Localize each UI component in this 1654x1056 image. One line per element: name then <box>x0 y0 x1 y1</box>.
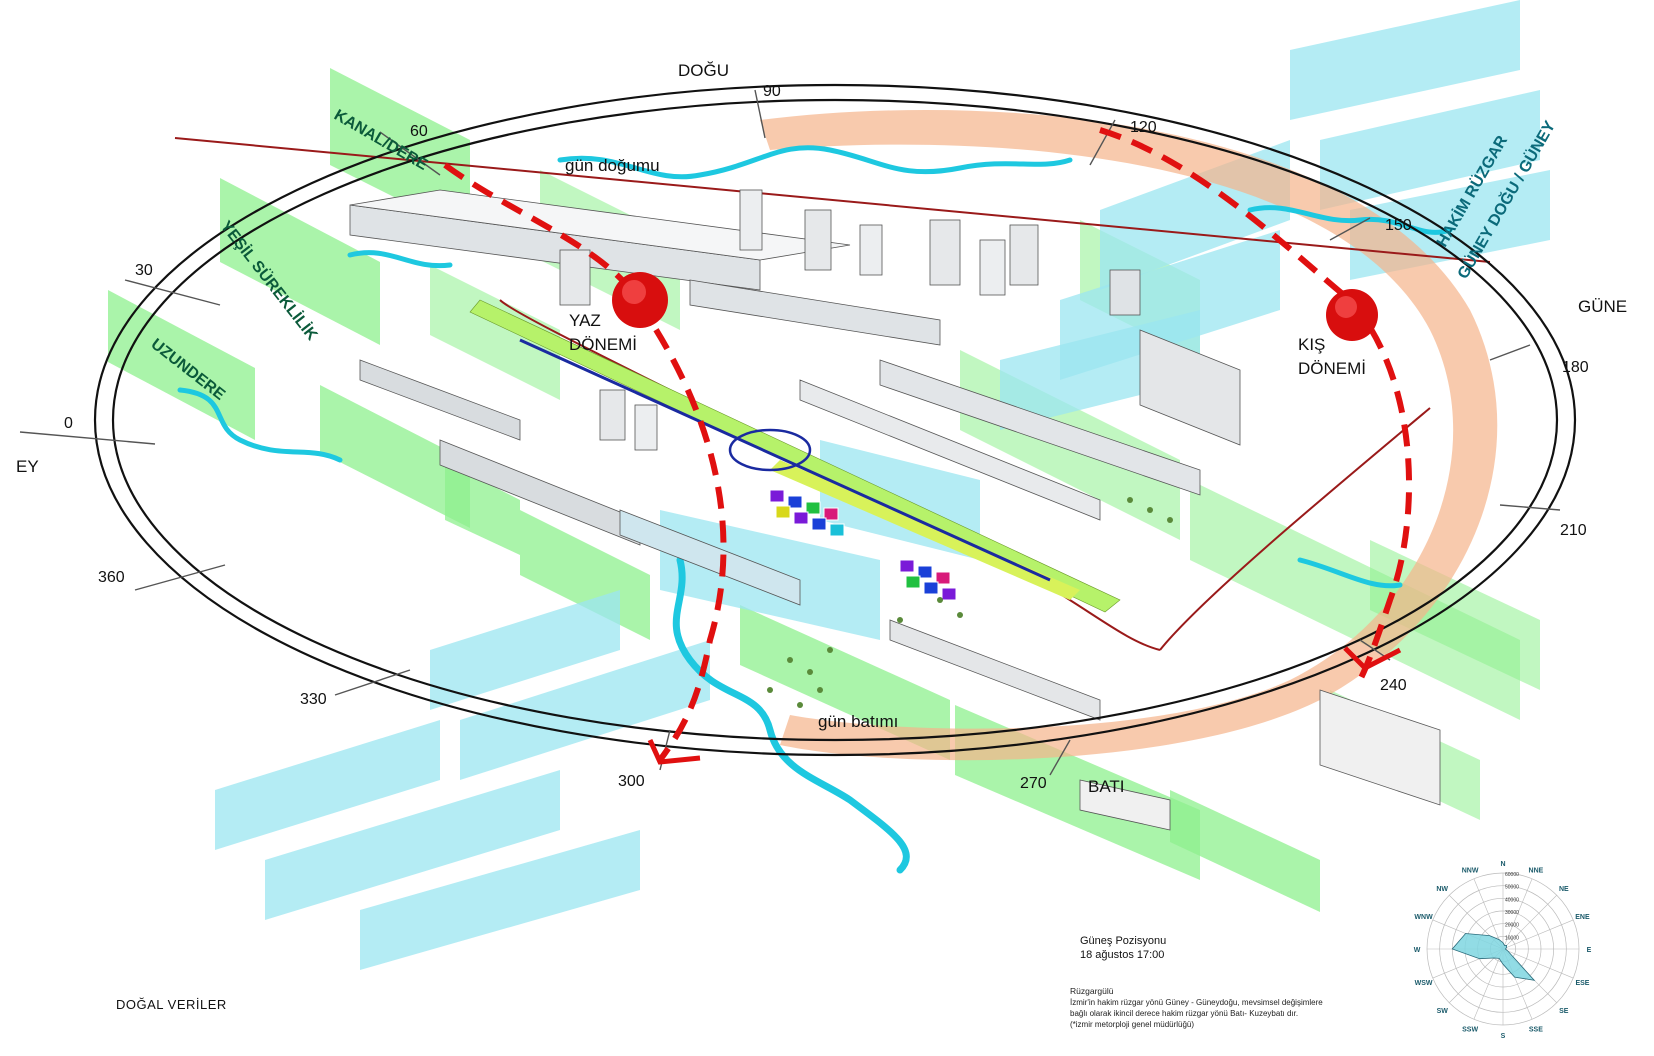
wind-rose-ring-label: 20000 <box>1505 923 1519 929</box>
degree-0: 0 <box>64 415 73 432</box>
water-features <box>177 145 1453 874</box>
wind-rose-direction-label: SE <box>1559 1008 1569 1015</box>
wind-note-line3: (*izmir metorploji genel müdürlüğü) <box>1070 1020 1195 1029</box>
compass-ring-inner <box>111 98 1559 742</box>
wind-rose-direction-label: WSW <box>1415 980 1433 987</box>
page-title: DOĞAL VERİLER <box>116 997 227 1012</box>
wind-note-title: Rüzgargülü <box>1070 986 1114 996</box>
degree-270: 270 <box>1020 775 1047 792</box>
degree-180: 180 <box>1562 359 1589 376</box>
wind-rose-ring-label: 30000 <box>1505 910 1519 916</box>
wind-rose-spoke <box>1502 919 1574 950</box>
wind-rose-ring-label: 10000 <box>1505 935 1519 941</box>
wind-note-line2: bağlı olarak ikincil derece hakim rüzgar… <box>1070 1009 1299 1018</box>
degree-240: 240 <box>1380 677 1407 694</box>
wind-note-line1: İzmir'in hakim rüzgar yönü Güney - Güney… <box>1070 998 1323 1007</box>
buildings <box>349 189 1441 831</box>
central-axis <box>469 299 1121 613</box>
summer-label-line2: DÖNEMİ <box>569 335 637 354</box>
direction-east: DOĞU <box>678 61 729 80</box>
degree-360: 360 <box>98 569 125 586</box>
wind-rose-spoke <box>1473 948 1504 1020</box>
direction-north-partial: EY <box>16 457 39 476</box>
wind-rose-direction-label: W <box>1414 947 1421 954</box>
sun-position-block: Güneş Pozisyonu 18 ağustos 17:00 <box>1080 934 1166 962</box>
wind-rose: N NNE NE ENE E ESE SE SSE S SSW SW WSW W WNW NW NNW 100… <box>1414 861 1592 1040</box>
winter-label-line1: KIŞ <box>1298 335 1325 354</box>
sun-position-title: Güneş Pozisyonu <box>1080 935 1167 947</box>
degree-60: 60 <box>410 123 428 140</box>
wind-rose-direction-label: ESE <box>1575 980 1589 987</box>
sunrise-label: gün doğumu <box>565 156 660 175</box>
wind-rose-ring-label: 40000 <box>1505 897 1519 903</box>
wind-rose-direction-label: NNW <box>1462 868 1479 875</box>
direction-south-partial: GÜNE <box>1578 297 1627 316</box>
wind-rose-direction-label: N <box>1500 861 1505 868</box>
wind-rose-spoke <box>1502 948 1574 979</box>
degree-300: 300 <box>618 773 645 790</box>
sun-position-date: 18 ağustos 17:00 <box>1080 949 1165 961</box>
wind-rose-direction-label: E <box>1587 947 1592 954</box>
colored-grid <box>769 489 957 601</box>
wind-rose-direction-label: S <box>1501 1033 1506 1040</box>
wind-rose-direction-label: NNE <box>1529 868 1544 875</box>
wind-rose-ring-label: 50000 <box>1505 885 1519 891</box>
summer-sunset-arrow <box>647 738 701 765</box>
wind-rose-direction-label: WNW <box>1414 914 1433 921</box>
direction-west: BATI <box>1088 777 1125 796</box>
wind-rose-spoke <box>1502 878 1533 950</box>
degree-30: 30 <box>135 262 153 279</box>
degree-210: 210 <box>1560 522 1587 539</box>
degree-330: 330 <box>300 691 327 708</box>
winter-label-line2: DÖNEMİ <box>1298 359 1366 378</box>
tree-scatter <box>767 497 1173 708</box>
degree-120: 120 <box>1130 119 1157 136</box>
wind-rose-direction-label: SSE <box>1529 1026 1543 1033</box>
winter-sun-path <box>1099 127 1412 682</box>
wind-rose-direction-label: NE <box>1559 886 1569 893</box>
wind-rose-ring-label: 60000 <box>1505 872 1519 878</box>
summer-label-line1: YAZ <box>569 311 601 330</box>
degree-150: 150 <box>1385 217 1412 234</box>
summer-sun-marker <box>612 272 668 328</box>
winter-sun-marker <box>1326 289 1378 341</box>
winter-sunset-arrow <box>1343 646 1402 672</box>
wind-rose-spoke <box>1502 895 1557 950</box>
wind-rose-polygon <box>1451 933 1536 981</box>
summer-sun-path <box>443 162 727 762</box>
wind-rose-direction-label: NW <box>1436 886 1448 893</box>
sunset-label: gün batımı <box>818 712 898 731</box>
green-planes-west <box>108 68 1320 912</box>
wind-rose-direction-label: SW <box>1437 1008 1449 1015</box>
wind-rose-direction-label: ENE <box>1575 914 1590 921</box>
wind-rose-direction-label: SSW <box>1462 1026 1478 1033</box>
wind-note: Rüzgargülü İzmir'in hakim rüzgar yönü Gü… <box>1070 986 1360 1030</box>
degree-90: 90 <box>763 83 781 100</box>
compass-ring-outer <box>93 83 1577 757</box>
wind-rose-spoke <box>1473 878 1504 950</box>
